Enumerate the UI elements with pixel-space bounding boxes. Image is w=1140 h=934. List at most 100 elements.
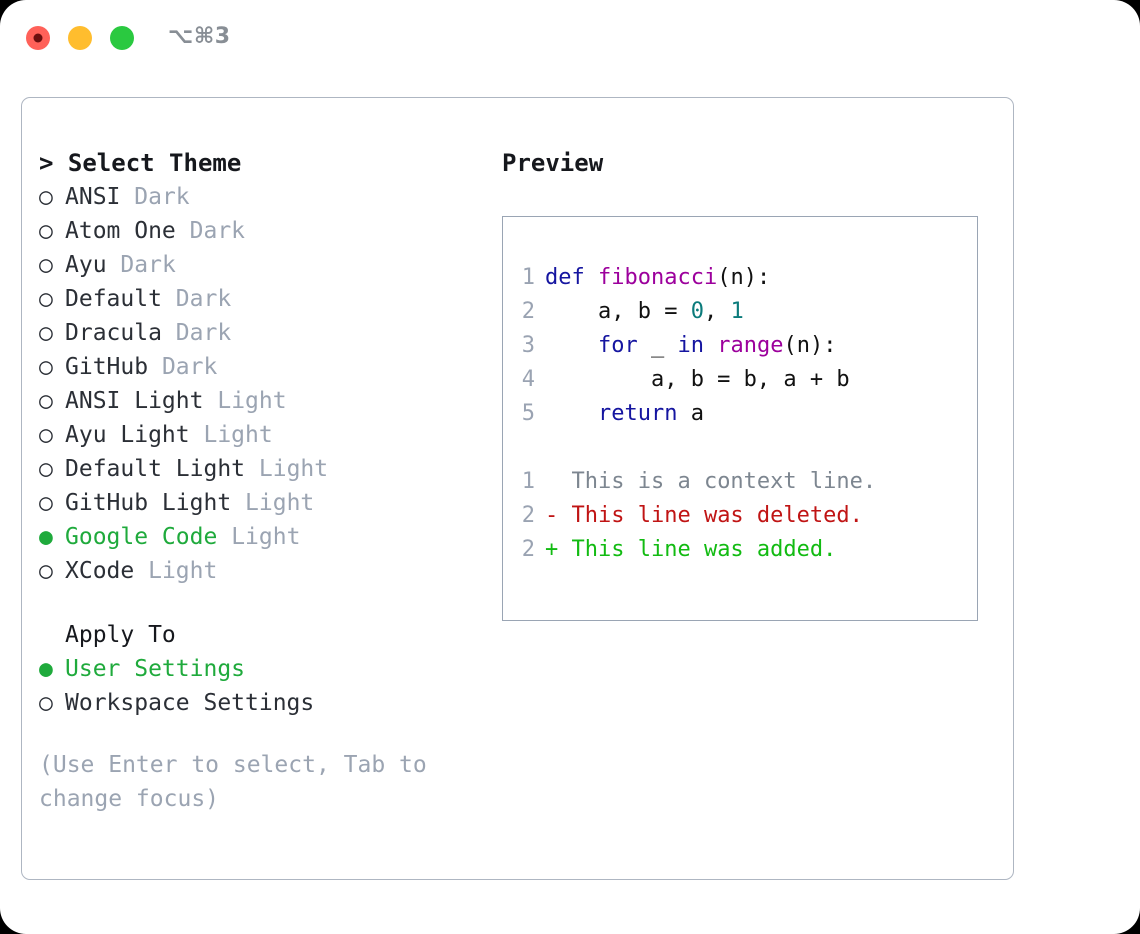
diff-preview: 1 This is a context line.2- This line wa… <box>503 465 977 567</box>
diff-line-ctx: 1 This is a context line. <box>503 465 977 499</box>
apply-to-option-label: User Settings <box>65 656 246 682</box>
theme-option-variant: Light <box>258 456 329 482</box>
theme-option-github[interactable]: ○GitHub Dark <box>39 350 499 384</box>
radio-unselected-icon: ○ <box>39 422 53 448</box>
theme-option-xcode[interactable]: ○XCode Light <box>39 554 499 588</box>
radio-unselected-icon: ○ <box>39 252 53 278</box>
code-token-kw: for <box>597 333 638 358</box>
code-token-pl: a, b = <box>545 299 691 324</box>
code-token-num: 1 <box>730 299 744 324</box>
diff-line-add: 2+ This line was added. <box>503 533 977 567</box>
code-line: 2 a, b = 0, 1 <box>503 295 977 329</box>
label-spacer <box>120 180 134 214</box>
apply-to-option-label: Workspace Settings <box>65 690 315 716</box>
code-line: 3 for _ in range(n): <box>503 329 977 363</box>
minimize-button[interactable] <box>68 26 92 50</box>
code-line-number: 5 <box>521 401 535 426</box>
radio-unselected-icon: ○ <box>39 184 53 210</box>
label-spacer <box>162 282 176 316</box>
theme-option-label: Dracula <box>65 320 162 346</box>
diff-line-text: This is a context line. <box>558 469 877 494</box>
code-token-pl: _ <box>637 333 678 358</box>
radio-selected-icon: ● <box>39 656 53 682</box>
code-line-text: for _ in range(n): <box>545 329 836 363</box>
code-line-text: a, b = b, a + b <box>545 363 850 397</box>
theme-option-label: GitHub <box>65 354 149 380</box>
apply-to-list: ● User Settings ○Workspace Settings <box>39 652 499 720</box>
label-spacer <box>162 316 176 350</box>
theme-option-variant: Dark <box>189 218 246 244</box>
theme-option-variant: Dark <box>175 320 232 346</box>
prompt-caret-icon: > <box>39 149 54 177</box>
theme-option-ayu[interactable]: ○Ayu Dark <box>39 248 499 282</box>
radio-unselected-icon: ○ <box>39 218 53 244</box>
code-line: 5 return a <box>503 397 977 431</box>
apply-to-option-user-settings[interactable]: ● User Settings <box>39 652 499 686</box>
code-token-pl: , <box>703 299 731 324</box>
label-spacer <box>190 418 204 452</box>
theme-option-label: ANSI Light <box>65 388 204 414</box>
theme-option-dracula[interactable]: ○ Dracula Dark <box>39 316 499 350</box>
apply-to-heading: Apply To <box>65 622 176 648</box>
diff-sign: + <box>545 537 559 562</box>
label-spacer <box>176 214 190 248</box>
theme-option-github-light[interactable]: ○GitHub Light Light <box>39 486 499 520</box>
maximize-button[interactable] <box>110 26 134 50</box>
code-token-kw: return <box>597 401 678 426</box>
code-line-text: return a <box>545 397 704 431</box>
diff-line-text: This line was deleted. <box>558 503 863 528</box>
spacer <box>503 431 977 465</box>
label-spacer <box>245 452 259 486</box>
code-line-number: 1 <box>521 265 535 290</box>
code-line-number: 2 <box>521 299 535 324</box>
theme-option-label: GitHub Light <box>65 490 232 516</box>
select-theme-heading: > Select Theme <box>39 146 499 180</box>
theme-option-variant: Light <box>217 388 287 414</box>
code-token-pl: (n): <box>783 333 837 358</box>
theme-option-variant: Dark <box>134 184 190 210</box>
radio-unselected-icon: ○ <box>39 456 53 482</box>
close-button[interactable] <box>26 26 50 50</box>
theme-option-variant: Light <box>231 524 301 550</box>
code-line-text: def fibonacci(n): <box>545 261 770 295</box>
theme-option-variant: Dark <box>175 286 232 312</box>
theme-option-atom-one[interactable]: ○ Atom One Dark <box>39 214 499 248</box>
theme-option-label: Atom One <box>65 218 176 244</box>
code-token-pl <box>704 333 717 358</box>
diff-line-number: 2 <box>521 503 535 528</box>
radio-unselected-icon: ○ <box>39 388 53 414</box>
apply-to-option-workspace-settings[interactable]: ○Workspace Settings <box>39 686 499 720</box>
spacer <box>39 720 499 748</box>
theme-option-label: Ayu Light <box>65 422 190 448</box>
code-token-pl <box>585 265 598 290</box>
code-token-pl <box>545 333 598 358</box>
label-spacer <box>231 486 245 520</box>
theme-option-ansi-light[interactable]: ○ ANSI Light Light <box>39 384 499 418</box>
diff-line-number: 2 <box>521 537 535 562</box>
select-theme-heading-label: Select Theme <box>67 149 242 177</box>
theme-option-label: Default Light <box>65 456 246 482</box>
radio-unselected-icon: ○ <box>39 490 53 516</box>
diff-sign <box>545 465 558 499</box>
theme-option-default-light[interactable]: ○ Default Light Light <box>39 452 499 486</box>
code-token-fn: fibonacci <box>598 265 718 290</box>
radio-unselected-icon: ○ <box>39 320 53 346</box>
theme-option-variant: Light <box>203 422 273 448</box>
label-spacer <box>134 554 148 588</box>
label-spacer <box>217 520 231 554</box>
traffic-lights <box>26 26 134 50</box>
radio-unselected-icon: ○ <box>39 286 53 312</box>
theme-option-ayu-light[interactable]: ○ Ayu Light Light <box>39 418 499 452</box>
code-token-pl: (n): <box>717 265 771 290</box>
theme-option-ansi[interactable]: ○ANSI Dark <box>39 180 499 214</box>
code-token-pl <box>545 401 598 426</box>
code-token-num: 0 <box>690 299 704 324</box>
theme-option-default[interactable]: ○Default Dark <box>39 282 499 316</box>
theme-option-google-code[interactable]: ●Google Code Light <box>39 520 499 554</box>
theme-option-variant: Dark <box>161 354 218 380</box>
recording-indicator-icon <box>33 33 43 43</box>
